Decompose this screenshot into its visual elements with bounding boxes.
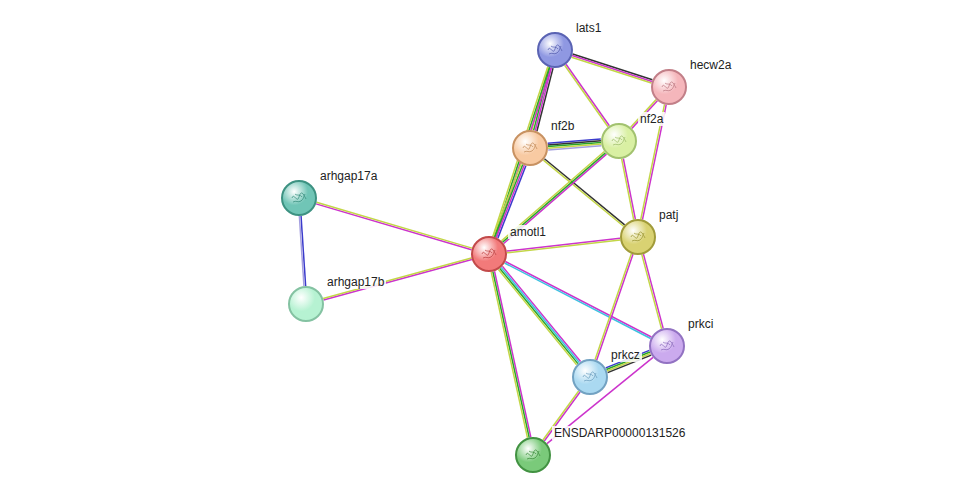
interaction-edge xyxy=(565,64,610,127)
interaction-edge xyxy=(642,254,663,329)
interaction-edge xyxy=(622,158,636,219)
evidence-line xyxy=(324,260,472,301)
node-label: patj xyxy=(657,208,680,222)
protein-node: amotl1 xyxy=(471,236,507,272)
evidence-line xyxy=(323,258,471,299)
evidence-line xyxy=(495,271,531,437)
evidence-line xyxy=(548,146,601,150)
evidence-line xyxy=(501,152,604,241)
evidence-line xyxy=(299,216,304,286)
protein-node: nf2b xyxy=(512,130,548,166)
node-label: nf2a xyxy=(638,112,665,126)
interaction-edge xyxy=(323,258,472,300)
evidence-line xyxy=(595,254,631,360)
structure-icon xyxy=(547,43,563,57)
node-label: arhgap17a xyxy=(318,169,379,183)
evidence-line xyxy=(502,266,580,361)
structure-icon xyxy=(659,339,675,353)
interaction-edge xyxy=(572,54,653,83)
interaction-edge xyxy=(595,254,633,361)
node-label: amotl1 xyxy=(508,225,548,239)
interaction-edge xyxy=(299,216,305,286)
structure-icon xyxy=(582,370,598,384)
evidence-line xyxy=(504,154,607,243)
node-label: prkci xyxy=(686,317,715,331)
structure-icon xyxy=(522,141,538,155)
node-label: prkcz xyxy=(609,348,642,362)
protein-node: lats1 xyxy=(537,32,573,68)
evidence-line xyxy=(572,57,652,83)
evidence-line xyxy=(503,153,606,242)
protein-node: arhgap17a xyxy=(281,180,317,216)
structure-icon xyxy=(525,448,541,462)
node-label: hecw2a xyxy=(688,58,733,72)
structure-icon xyxy=(291,191,307,205)
evidence-line xyxy=(491,272,527,438)
protein-node: prkcz xyxy=(572,359,608,395)
evidence-line xyxy=(623,158,635,219)
interaction-edge xyxy=(501,152,606,244)
evidence-line xyxy=(597,254,633,360)
protein-node: nf2a xyxy=(601,123,637,159)
evidence-line xyxy=(642,255,662,329)
evidence-line xyxy=(643,254,663,328)
interaction-edge xyxy=(507,238,620,253)
interaction-edge xyxy=(316,202,472,249)
evidence-line xyxy=(507,240,620,253)
evidence-line xyxy=(622,159,634,220)
protein-node: arhgap17b xyxy=(288,286,324,322)
evidence-line xyxy=(572,56,652,82)
structure-icon xyxy=(611,134,627,148)
interaction-edge xyxy=(548,139,602,150)
structure-icon xyxy=(661,80,677,94)
evidence-line xyxy=(501,267,579,362)
node-label: nf2b xyxy=(549,119,576,133)
evidence-line xyxy=(317,202,472,248)
structure-icon xyxy=(481,247,497,261)
protein-node: ENSDARP00000131526 xyxy=(515,437,551,473)
node-label: arhgap17b xyxy=(325,275,386,289)
evidence-line xyxy=(573,54,653,80)
node-label: lats1 xyxy=(574,21,603,35)
node-label: ENSDARP00000131526 xyxy=(552,426,687,440)
evidence-line xyxy=(316,204,471,250)
interaction-edge xyxy=(493,67,551,238)
structure-icon xyxy=(630,230,646,244)
protein-node: prkci xyxy=(649,328,685,364)
evidence-line xyxy=(507,238,620,251)
evidence-line xyxy=(565,65,608,127)
evidence-line xyxy=(493,272,529,438)
evidence-line xyxy=(566,64,609,126)
protein-node: hecw2a xyxy=(651,69,687,105)
interaction-edge xyxy=(491,271,531,438)
protein-node: patj xyxy=(620,219,656,255)
